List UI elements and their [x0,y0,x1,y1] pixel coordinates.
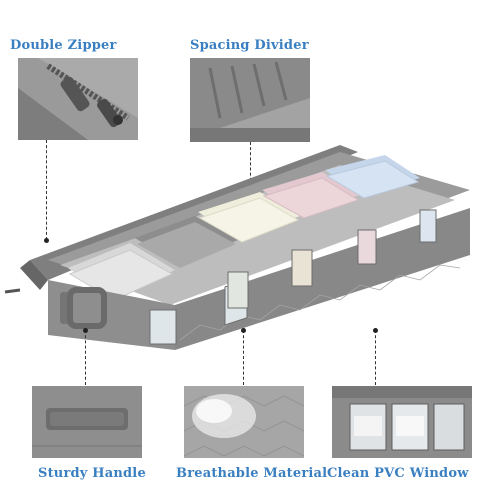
sturdy-handle-thumbnail [32,386,142,458]
label-breathable-material: Breathable Material [176,466,328,481]
label-sturdy-handle: Sturdy Handle [38,466,146,481]
double-zipper-thumbnail [18,58,138,140]
connector-double-zipper [46,140,47,240]
clean-pvc-window-thumbnail [332,386,472,458]
breathable-material-thumbnail [184,386,304,458]
label-clean-pvc-window: Clean PVC Window [327,466,469,481]
connector-dot [373,328,378,333]
connector-sturdy-handle [85,330,86,385]
connector-dot [241,328,246,333]
connector-dot [83,328,88,333]
label-double-zipper: Double Zipper [10,38,117,53]
connector-breathable-material [243,330,244,385]
connector-clean-pvc-window [375,330,376,385]
label-spacing-divider: Spacing Divider [190,38,309,53]
spacing-divider-thumbnail [190,58,310,142]
storage-bag-image [0,140,500,350]
connector-dot [44,238,49,243]
